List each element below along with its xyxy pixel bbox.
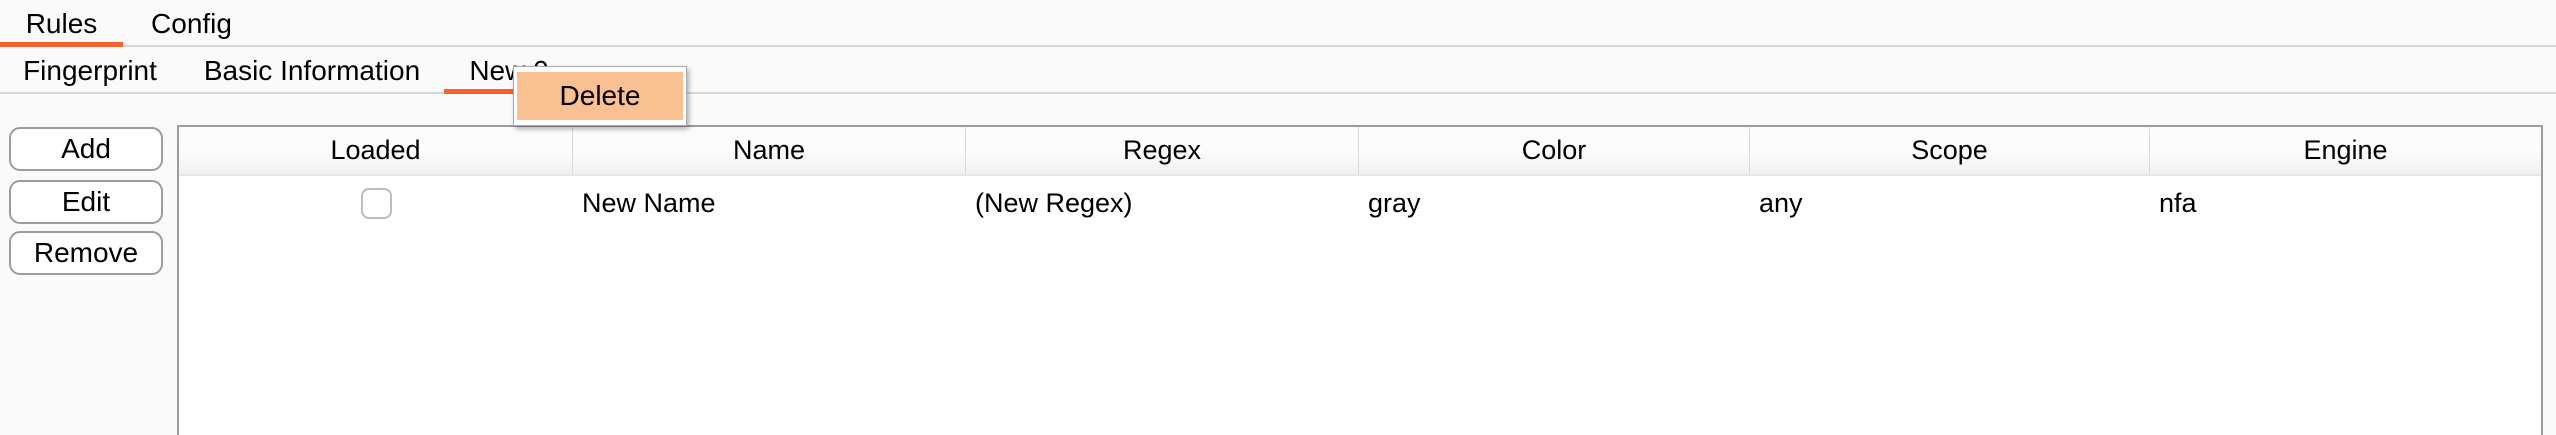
column-header-regex[interactable]: Regex (966, 127, 1359, 174)
tab-rules[interactable]: Rules (0, 0, 123, 47)
column-header-scope[interactable]: Scope (1750, 127, 2150, 174)
column-header-name[interactable]: Name (573, 127, 966, 174)
primary-tab-bar: Rules Config (0, 0, 2556, 47)
tab-fingerprint[interactable]: Fingerprint (23, 54, 157, 86)
tab-basic-information[interactable]: Basic Information (203, 54, 421, 86)
column-header-loaded[interactable]: Loaded (179, 127, 573, 174)
primary-tab-bar-divider (0, 45, 2556, 47)
tab-context-menu: Delete (513, 66, 687, 126)
regex-cell[interactable]: (New Regex) (975, 188, 1133, 218)
loaded-cell (179, 176, 573, 231)
loaded-checkbox[interactable] (360, 188, 392, 219)
column-header-color[interactable]: Color (1359, 127, 1750, 174)
column-header-engine[interactable]: Engine (2303, 135, 2388, 165)
scope-cell[interactable]: any (1759, 188, 1803, 218)
secondary-tab-bar-divider (0, 92, 2556, 94)
delete-menu-item[interactable]: Delete (517, 72, 683, 120)
table-row[interactable]: New Name (New Regex) gray any nfa (179, 176, 2541, 231)
edit-button[interactable]: Edit (9, 180, 163, 224)
secondary-tab-bar: Fingerprint Basic Information New 0 (0, 47, 2556, 94)
remove-button[interactable]: Remove (9, 231, 163, 275)
name-cell[interactable]: New Name (582, 188, 716, 218)
engine-cell[interactable]: nfa (2159, 188, 2197, 218)
rules-table-header: Loaded Name Regex Color Scope Engine (179, 127, 2541, 176)
tab-config[interactable]: Config (151, 7, 232, 39)
rules-table: Loaded Name Regex Color Scope Engine New… (177, 125, 2543, 435)
add-button[interactable]: Add (9, 127, 163, 171)
color-cell[interactable]: gray (1368, 188, 1421, 218)
